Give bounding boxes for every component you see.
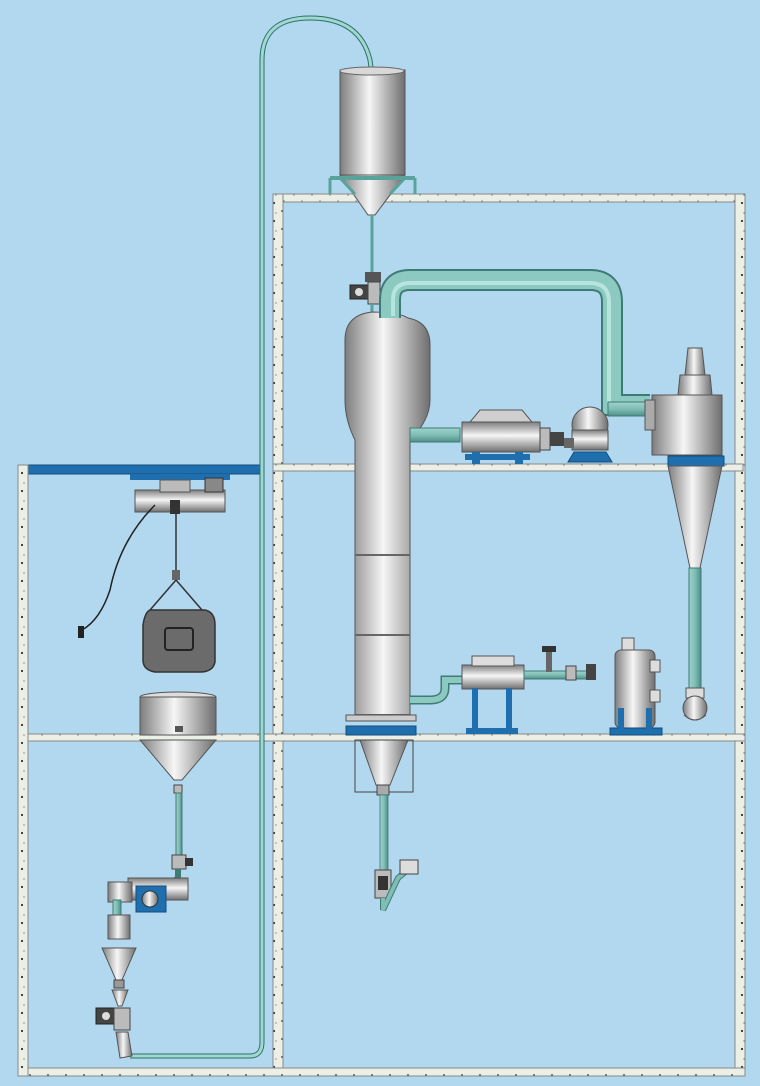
left-outer-wall <box>17 464 29 1077</box>
air-heater <box>461 655 525 734</box>
inlet-valve <box>349 272 381 318</box>
right-inner-wall <box>272 193 284 1075</box>
right-roof-beam <box>272 193 744 203</box>
drying-tower <box>344 311 431 912</box>
floor-2-beam <box>272 463 744 472</box>
left-roof-beam <box>19 464 261 475</box>
feed-hopper <box>328 66 417 272</box>
cyclone-separator <box>644 347 725 721</box>
rotary-valve <box>95 914 137 1031</box>
silencer-icon <box>461 421 541 453</box>
screw-feeder <box>107 869 189 917</box>
right-outer-wall <box>734 193 746 1075</box>
filter-tank <box>609 637 663 736</box>
mixing-hopper <box>138 691 218 870</box>
air-supply-line <box>410 637 663 736</box>
fan-assembly <box>409 401 653 464</box>
pneumatic-conveying-line <box>130 15 375 1059</box>
induced-draft-fan <box>564 406 613 463</box>
bin-icon <box>142 609 216 673</box>
exhaust-duct <box>379 269 650 416</box>
hopper-icon <box>339 69 406 176</box>
product-outlet <box>115 1031 133 1059</box>
feed-bin <box>142 609 216 673</box>
column-icon <box>344 311 431 716</box>
building-frame <box>17 193 746 1077</box>
electric-hoist <box>78 474 230 638</box>
silencer <box>461 409 541 464</box>
ground-beam <box>19 1067 746 1077</box>
cyclone-icon <box>651 394 723 456</box>
outlet-icon <box>115 1031 133 1059</box>
heater-icon <box>461 664 525 690</box>
